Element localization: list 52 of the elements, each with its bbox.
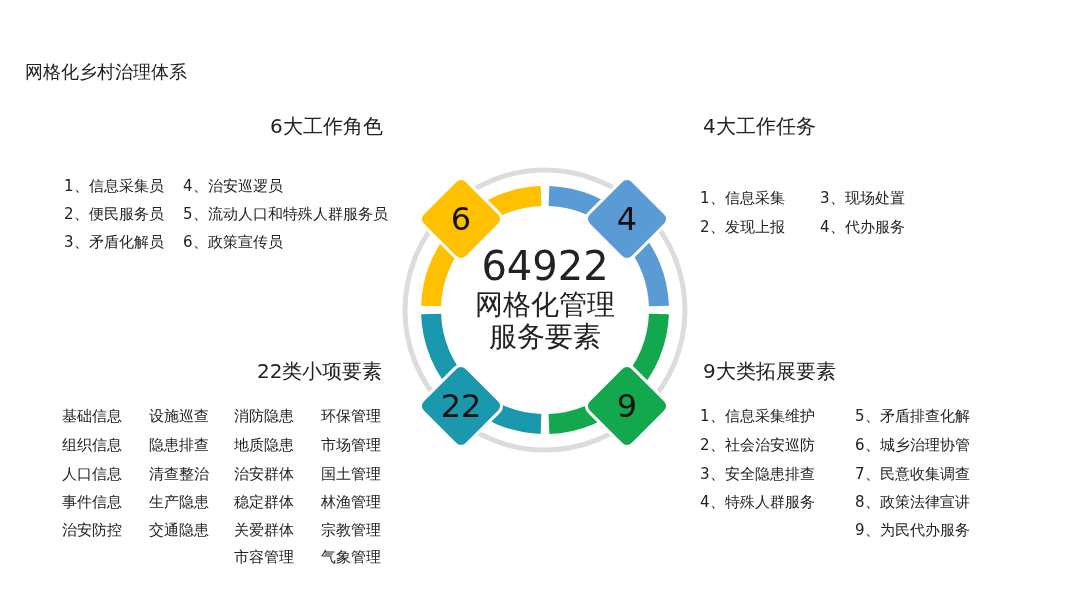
list-item: 4、代办服务 bbox=[820, 217, 905, 237]
diamond-number: 22 bbox=[439, 386, 483, 426]
list-item: 组织信息 bbox=[62, 435, 122, 455]
list-item: 5、流动人口和特殊人群服务员 bbox=[183, 204, 388, 224]
list-item: 2、便民服务员 bbox=[64, 204, 164, 224]
list-item: 4、治安巡逻员 bbox=[183, 176, 283, 196]
list-item: 稳定群体 bbox=[234, 492, 294, 512]
center-caption: 网格化管理服务要素 bbox=[474, 289, 616, 353]
list-item: 治安群体 bbox=[234, 464, 294, 484]
section-heading: 22类小项要素 bbox=[257, 358, 383, 384]
list-item: 清查整治 bbox=[149, 464, 209, 484]
list-item: 市场管理 bbox=[321, 435, 381, 455]
section-heading: 9大类拓展要素 bbox=[703, 358, 836, 384]
list-item: 生产隐患 bbox=[149, 492, 209, 512]
list-item: 人口信息 bbox=[62, 464, 122, 484]
list-item: 宗教管理 bbox=[321, 520, 381, 540]
list-item: 国土管理 bbox=[321, 464, 381, 484]
list-item: 消防隐患 bbox=[234, 406, 294, 426]
diamond-number: 9 bbox=[615, 386, 639, 426]
list-item: 1、信息采集维护 bbox=[700, 406, 815, 426]
list-item: 林渔管理 bbox=[321, 492, 381, 512]
page-title: 网格化乡村治理体系 bbox=[25, 60, 187, 84]
list-item: 3、安全隐患排查 bbox=[700, 464, 815, 484]
list-item: 7、民意收集调查 bbox=[855, 464, 970, 484]
diamond-number: 6 bbox=[449, 199, 473, 239]
section-heading: 6大工作角色 bbox=[270, 113, 383, 139]
list-item: 9、为民代办服务 bbox=[855, 520, 970, 540]
list-item: 市容管理 bbox=[234, 547, 294, 567]
list-item: 地质隐患 bbox=[234, 435, 294, 455]
center-number: 64922 bbox=[481, 243, 609, 289]
list-item: 隐患排查 bbox=[149, 435, 209, 455]
list-item: 基础信息 bbox=[62, 406, 122, 426]
list-item: 2、发现上报 bbox=[700, 217, 785, 237]
list-item: 1、信息采集员 bbox=[64, 176, 164, 196]
section-heading: 4大工作任务 bbox=[703, 113, 816, 139]
list-item: 3、现场处置 bbox=[820, 188, 905, 208]
list-item: 1、信息采集 bbox=[700, 188, 785, 208]
list-item: 2、社会治安巡防 bbox=[700, 435, 815, 455]
list-item: 气象管理 bbox=[321, 547, 381, 567]
list-item: 治安防控 bbox=[62, 520, 122, 540]
list-item: 3、矛盾化解员 bbox=[64, 232, 164, 252]
list-item: 环保管理 bbox=[321, 406, 381, 426]
list-item: 5、矛盾排查化解 bbox=[855, 406, 970, 426]
list-item: 事件信息 bbox=[62, 492, 122, 512]
list-item: 8、政策法律宣讲 bbox=[855, 492, 970, 512]
diamond-number: 4 bbox=[615, 199, 639, 239]
list-item: 4、特殊人群服务 bbox=[700, 492, 815, 512]
list-item: 交通隐患 bbox=[149, 520, 209, 540]
list-item: 关爱群体 bbox=[234, 520, 294, 540]
list-item: 6、政策宣传员 bbox=[183, 232, 283, 252]
list-item: 设施巡查 bbox=[149, 406, 209, 426]
list-item: 6、城乡治理协管 bbox=[855, 435, 970, 455]
